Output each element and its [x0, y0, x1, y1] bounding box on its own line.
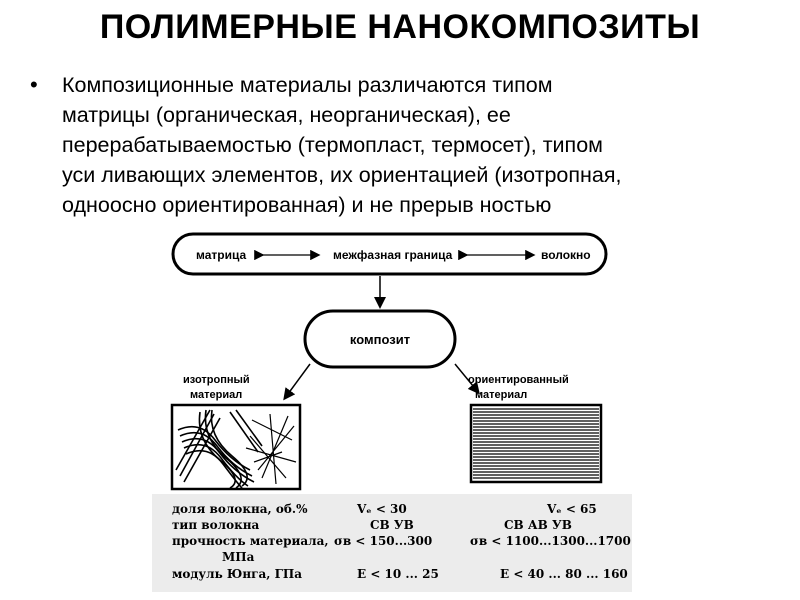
properties-table: доля волокна, об.% Vₑ < 30 Vₑ < 65 тип в…: [152, 494, 632, 592]
bullet-line: Композиционные материалы различаются тип…: [62, 73, 553, 97]
arrow-right-icon: [454, 363, 480, 395]
table-cell-isotropic: Vₑ < 30: [357, 502, 407, 516]
table-cell-oriented: Vₑ < 65: [547, 502, 597, 516]
table-cell-isotropic: E < 10 ... 25: [357, 567, 439, 581]
slide-title: ПОЛИМЕРНЫЕ НАНОКОМПОЗИТЫ: [99, 8, 701, 46]
interface-label: межфазная граница: [333, 248, 453, 262]
oriented-material-image: [469, 403, 603, 484]
bullet-line: матрицы (органическая, неорганическая), …: [62, 103, 511, 127]
bullet-line: одноосно ориентированная) и не прерыв но…: [62, 193, 552, 217]
isotropic-material-image: [170, 403, 302, 491]
oriented-label-2: материал: [475, 389, 527, 401]
table-row-label-unit: МПа: [222, 550, 255, 564]
table-row-label: доля волокна, об.%: [172, 502, 308, 516]
isotropic-label-2: материал: [190, 389, 242, 401]
composite-label: композит: [350, 332, 410, 347]
table-cell-oriented: σв < 1100...1300...1700: [470, 534, 631, 548]
table-row-label: модуль Юнга, ГПа: [172, 567, 302, 581]
bullet-text: Композиционные материалы различаются тип…: [62, 70, 782, 220]
matrix-label: матрица: [196, 248, 247, 262]
bullet-marker: •: [30, 72, 38, 97]
composite-box: [303, 309, 457, 369]
bullet-line: перерабатываемостью (термопласт, термосе…: [62, 133, 603, 157]
bullet-line: уси ливающих элементов, их ориентацией (…: [62, 163, 622, 187]
table-row-label: прочность материала,: [172, 534, 329, 548]
isotropic-label: изотропный: [183, 374, 250, 386]
components-box: [171, 232, 608, 276]
arrow-left-icon: [283, 363, 311, 401]
table-row-label: тип волокна: [172, 518, 260, 532]
table-cell-isotropic: СВ УВ: [370, 518, 414, 532]
oriented-label: ориентированный: [468, 374, 569, 386]
table-cell-isotropic: σв < 150...300: [334, 534, 433, 548]
table-cell-oriented: E < 40 ... 80 ... 160: [500, 567, 628, 581]
table-cell-oriented: СВ АВ УВ: [504, 518, 572, 532]
fiber-label: волокно: [541, 248, 591, 262]
